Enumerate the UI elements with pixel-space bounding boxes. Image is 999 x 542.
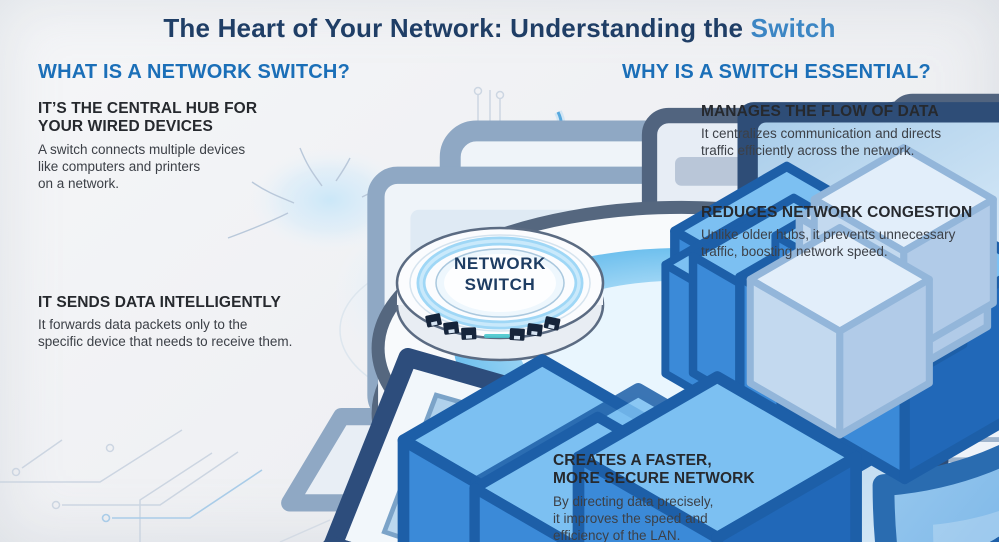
item-central-hub: IT’S THE CENTRAL HUB FOR YOUR WIRED DEVI… [38, 100, 288, 192]
item-manages-flow: MANAGES THE FLOW OF DATA It centralizes … [701, 103, 966, 159]
left-section-heading: WHAT IS A NETWORK SWITCH? [38, 61, 350, 83]
item-body: It forwards data packets only to the spe… [38, 317, 293, 350]
item-title: IT SENDS DATA INTELLIGENTLY [38, 294, 281, 311]
item-reduces-congestion: REDUCES NETWORK CONGESTION Unlike older … [701, 204, 976, 260]
circuit-trace-blue [112, 469, 263, 519]
item-title: MANAGES THE FLOW OF DATA [701, 103, 939, 120]
item-title: IT’S THE CENTRAL HUB FOR YOUR WIRED DEVI… [38, 100, 258, 136]
network-switch-icon [395, 226, 605, 362]
switch-label-line2: SWITCH [464, 275, 536, 295]
page-title: The Heart of Your Network: Understanding… [0, 13, 999, 44]
title-accent: Switch [750, 13, 836, 43]
item-title: CREATES A FASTER, MORE SECURE NETWORK [553, 452, 755, 488]
item-title: REDUCES NETWORK CONGESTION [701, 204, 973, 221]
switch-device-label: NETWORK SWITCH [428, 253, 572, 296]
title-main: The Heart of Your Network: Understanding… [163, 13, 744, 43]
item-body: It centralizes communication and directs… [701, 126, 942, 159]
item-body: Unlike older hubs, it prevents unnecessa… [701, 227, 956, 260]
circuit-node [101, 513, 111, 523]
item-faster-secure: CREATES A FASTER, MORE SECURE NETWORK By… [553, 452, 788, 542]
item-body: By directing data precisely, it improves… [553, 493, 714, 542]
item-sends-data: IT SENDS DATA INTELLIGENTLY It forwards … [38, 294, 308, 350]
right-section-heading: WHY IS A SWITCH ESSENTIAL? [622, 61, 931, 83]
switch-label-line1: NETWORK [453, 254, 547, 273]
item-body: A switch connects multiple devices like … [38, 141, 246, 191]
switch-ports [425, 313, 561, 341]
